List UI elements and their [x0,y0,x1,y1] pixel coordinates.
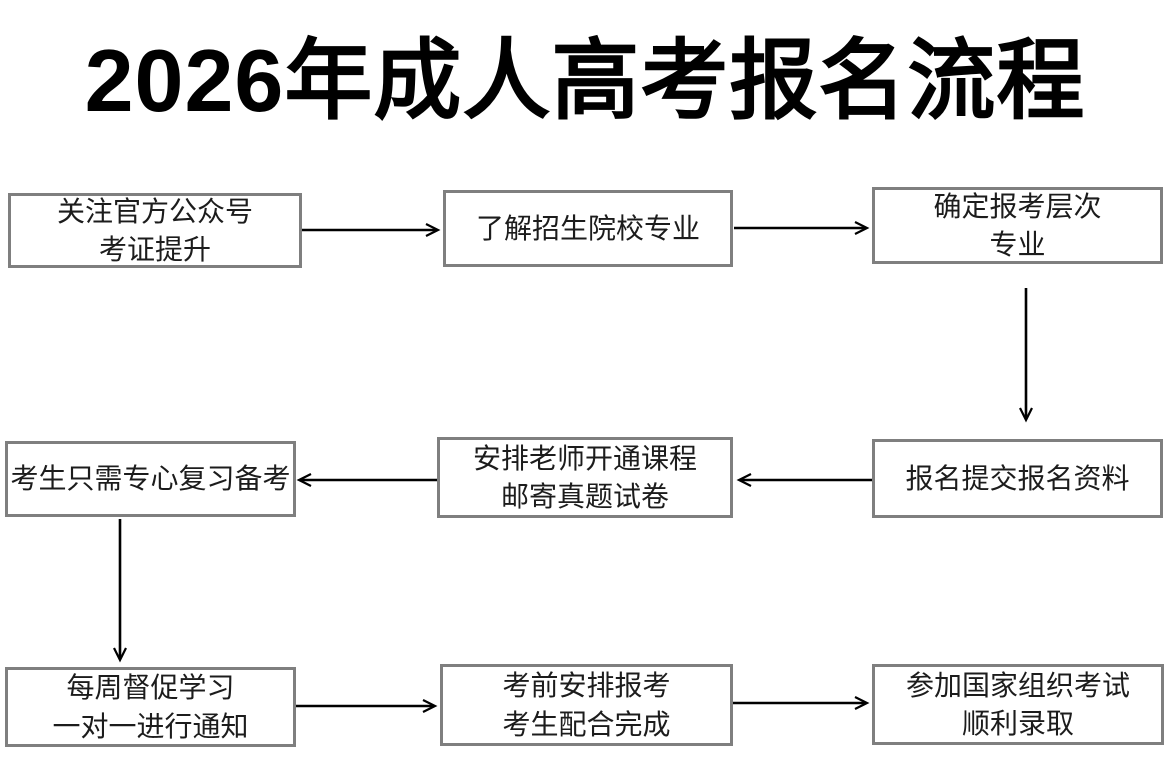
step-text-line: 顺利录取 [961,708,1074,739]
arrow-step2-to-step3 [734,221,870,235]
step-teacher-course-materials: 安排老师开通课程 邮寄真题试卷 [437,437,733,518]
step-focus-review: 考生只需专心复习备考 [5,441,296,517]
page-title: 2026年成人高考报名流程 [84,31,1086,130]
step-national-exam-admission: 参加国家组织考试 顺利录取 [872,664,1164,745]
step-submit-registration: 报名提交报名资料 [872,439,1163,518]
step-choose-level-major: 确定报考层次 专业 [872,187,1163,264]
arrow-step8-to-step9 [733,696,870,710]
arrow-step7-to-step8 [296,699,438,713]
step-text-line: 专业 [989,229,1046,260]
step-text-line: 安排老师开通课程 [472,442,697,474]
step-text-line: 报名提交报名资料 [905,462,1130,494]
step-text-line: 考生只需专心复习备考 [10,463,291,495]
step-follow-official-account: 关注官方公众号 考证提升 [8,193,302,268]
step-pre-exam-arrangement: 考前安排报考 考生配合完成 [440,664,733,746]
step-text-line: 考前安排报考 [502,670,671,702]
step-text-line: 确定报考层次 [933,190,1102,222]
step-text-line: 参加国家组织考试 [905,669,1130,701]
step-weekly-supervision: 每周督促学习 一对一进行通知 [5,667,296,747]
arrow-step1-to-step2 [302,223,441,237]
arrow-step3-to-step4 [1019,288,1033,423]
arrow-step5-to-step6 [296,473,437,487]
step-text-line: 考证提升 [98,234,211,265]
step-learn-programs: 了解招生院校专业 [443,190,733,267]
step-text-line: 邮寄真题试卷 [500,481,669,512]
step-text-line: 关注官方公众号 [56,195,253,227]
step-text-line: 一对一进行通知 [52,710,249,742]
arrow-step6-to-step7 [113,519,127,663]
step-text-line: 了解招生院校专业 [475,212,700,244]
arrow-step4-to-step5 [736,473,872,487]
step-text-line: 考生配合完成 [502,708,671,740]
step-text-line: 每周督促学习 [66,672,235,704]
